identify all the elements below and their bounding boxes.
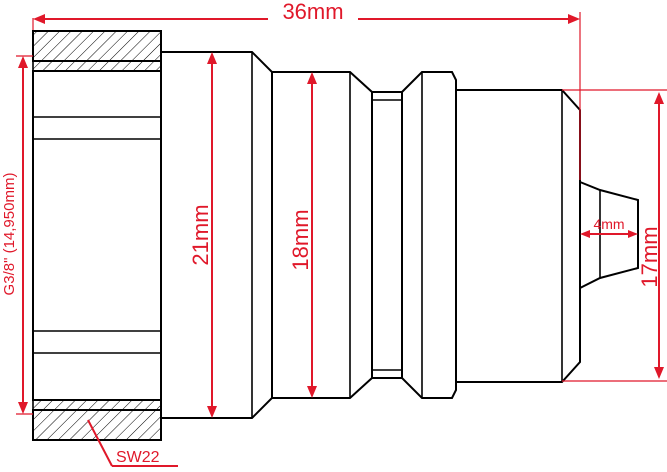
hex-section-top xyxy=(32,30,162,72)
hex-section-bottom xyxy=(32,399,162,441)
nose xyxy=(455,89,581,383)
dim-bore: 4mm xyxy=(580,216,638,238)
nose-diameter-label: 17mm xyxy=(637,226,662,287)
dim-body-diameter: 18mm xyxy=(288,72,317,398)
dim-thread: G3/8" (14,950mm) xyxy=(1,55,33,415)
nut-body xyxy=(32,70,162,401)
collar-ring xyxy=(401,71,457,399)
bore-label: 4mm xyxy=(593,216,624,232)
dim-wrench: SW22 xyxy=(87,419,178,467)
hex-diameter-label: 21mm xyxy=(188,204,213,265)
dim-nose-diameter: 17mm xyxy=(562,89,667,382)
hex-body xyxy=(160,51,273,419)
dim-hex-diameter: 21mm xyxy=(188,52,217,418)
groove xyxy=(371,91,403,379)
wrench-label: SW22 xyxy=(116,449,160,466)
dim-overall-length: 36mm xyxy=(32,0,581,180)
main-body xyxy=(271,71,373,399)
body-diameter-label: 18mm xyxy=(288,209,313,270)
overall-length-label: 36mm xyxy=(282,0,343,24)
thread-label: G3/8" (14,950mm) xyxy=(1,173,18,296)
